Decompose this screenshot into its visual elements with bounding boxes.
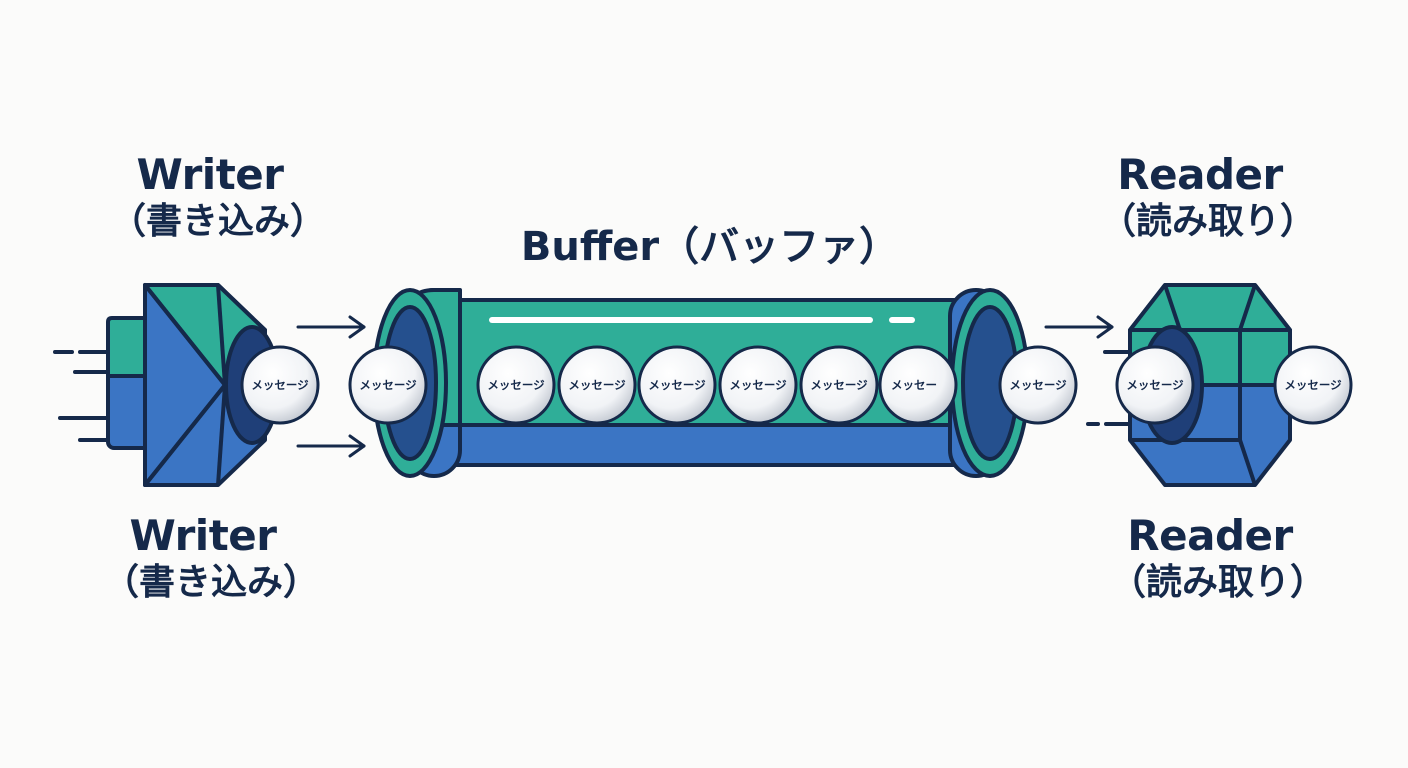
message-label: メッセージ (729, 378, 787, 392)
reader-label-repeat: Reader （読み取り） (1110, 511, 1327, 605)
writer-label-repeat: Writer （書き込み） (103, 511, 320, 605)
message-label: メッセージ (648, 378, 706, 392)
message-label: メッセージ (810, 378, 868, 392)
arrow-icon (1044, 315, 1114, 339)
message-label: メッセージ (1009, 378, 1067, 392)
writer-speed-lines (53, 350, 112, 442)
reader-label: Reader （読み取り） (1100, 150, 1317, 244)
reader-subtitle: （読み取り） (1100, 201, 1317, 243)
message-ball-icon: メッセージ (1273, 345, 1353, 425)
message-ball-icon: メッセージ (348, 345, 428, 425)
message-label: メッセージ (568, 378, 626, 392)
writer-name: Writer (136, 150, 284, 199)
writer-label: Writer （書き込み） (110, 150, 327, 244)
writer-subtitle-repeat: （書き込み） (103, 562, 320, 604)
message-ball-icon: メッセージ (718, 345, 798, 425)
arrow-icon (296, 315, 366, 458)
writer-subtitle: （書き込み） (110, 201, 327, 243)
message-label: メッセー (891, 378, 937, 392)
message-label: メッセージ (251, 378, 309, 392)
message-ball-icon: メッセージ (476, 345, 556, 425)
reader-subtitle-repeat: （読み取り） (1110, 562, 1327, 604)
message-label: メッセージ (487, 378, 545, 392)
message-ball-icon: メッセージ (557, 345, 637, 425)
message-label: メッセージ (1284, 378, 1342, 392)
message-label: メッセージ (359, 378, 417, 392)
message-ball-icon: メッセー (878, 345, 958, 425)
writer-name-repeat: Writer (129, 511, 277, 560)
message-ball-icon: メッセージ (637, 345, 717, 425)
message-ball-icon: メッセージ (1115, 345, 1195, 425)
message-ball-icon: メッセージ (240, 345, 320, 425)
message-label: メッセージ (1126, 378, 1184, 392)
buffer-label: Buffer（バッファ） (520, 224, 900, 270)
message-balls: メッセージ メッセージ メッセージ メッセージ メッセージ メッセージ メッセージ メッセー メ… (240, 345, 1353, 425)
message-ball-icon: メッセージ (998, 345, 1078, 425)
message-ball-icon: メッセージ (799, 345, 879, 425)
reader-name: Reader (1117, 150, 1283, 199)
reader-name-repeat: Reader (1127, 511, 1293, 560)
